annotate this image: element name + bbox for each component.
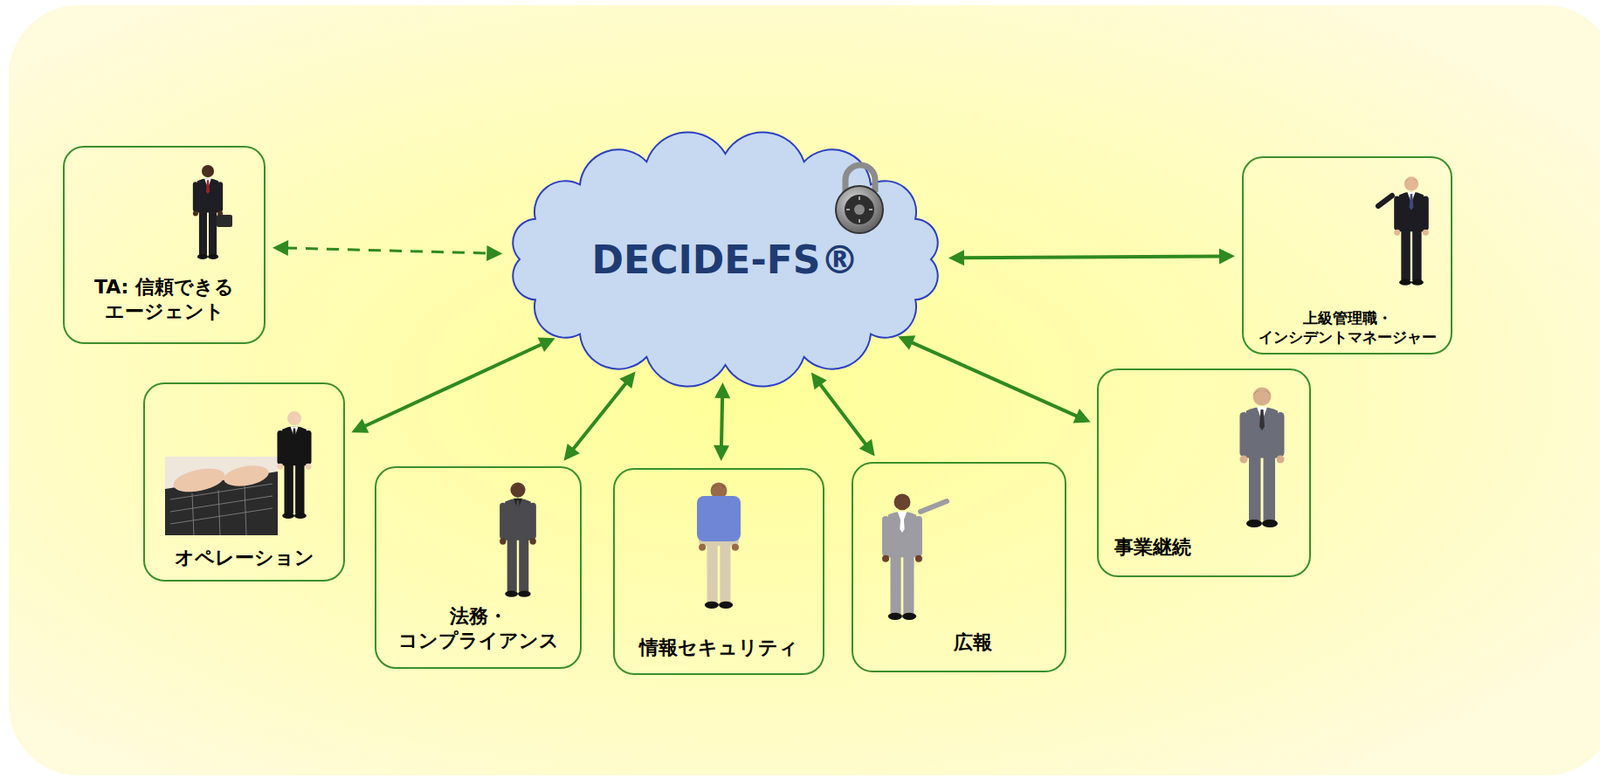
role-label: 広報 bbox=[953, 630, 993, 656]
role-box: オペレーション bbox=[143, 382, 345, 582]
operator-figure bbox=[276, 411, 311, 519]
connector bbox=[960, 255, 1223, 258]
connector bbox=[362, 343, 545, 428]
text-area: 上級管理職・ インシデントマネージャー bbox=[1243, 308, 1451, 347]
legal-figure bbox=[499, 482, 537, 597]
text-area: 広報 bbox=[853, 630, 1065, 656]
connector bbox=[721, 394, 723, 449]
role-box: TA: 信頼できる エージェント bbox=[62, 145, 266, 345]
arrow-head bbox=[713, 445, 730, 462]
cloud-node: DECIDE-FS® bbox=[496, 131, 954, 388]
role-label: 情報セキュリティ bbox=[639, 635, 799, 662]
cloud-shape bbox=[512, 131, 938, 387]
arrow-head bbox=[859, 439, 876, 457]
role-box: 法務・ コンプライアンス bbox=[374, 466, 582, 669]
padlock-icon bbox=[835, 165, 883, 234]
arrow-head bbox=[1219, 248, 1235, 264]
manager-figure bbox=[1393, 176, 1429, 286]
connector bbox=[818, 382, 868, 448]
arrow-head bbox=[537, 337, 556, 352]
cloud-label: DECIDE-FS® bbox=[592, 237, 860, 283]
arrow-head bbox=[948, 249, 965, 266]
manager-arm bbox=[1378, 195, 1393, 207]
arrow-head bbox=[619, 371, 635, 389]
text-area: 法務・ コンプライアンス bbox=[376, 604, 580, 655]
dashed-connector bbox=[284, 248, 490, 254]
agent-figure bbox=[193, 165, 223, 260]
role-label: 上級管理職・ インシデントマネージャー bbox=[1250, 308, 1445, 347]
arrow-head bbox=[1073, 408, 1091, 424]
role-box: 事業継続 bbox=[1096, 368, 1311, 578]
background-panel bbox=[8, 5, 1600, 776]
role-box: 広報 bbox=[851, 462, 1067, 673]
bc-figure bbox=[1240, 387, 1285, 529]
arrow-head bbox=[811, 372, 828, 391]
pr-arm bbox=[920, 501, 947, 512]
connector bbox=[909, 341, 1080, 418]
arrow-head bbox=[714, 382, 731, 399]
role-box: 上級管理職・ インシデントマネージャー bbox=[1241, 156, 1453, 355]
arrow-head bbox=[272, 240, 289, 256]
shirt bbox=[696, 496, 741, 542]
keyboard-photo bbox=[165, 456, 278, 536]
briefcase bbox=[216, 214, 233, 228]
text-area: TA: 信頼できる エージェント bbox=[64, 275, 264, 325]
text-area: 事業継続 bbox=[1098, 535, 1310, 561]
text-area: 情報セキュリティ bbox=[614, 635, 823, 662]
text-area: オペレーション bbox=[144, 545, 344, 572]
role-label: 法務・ コンプライアンス bbox=[391, 604, 566, 655]
role-label: TA: 信頼できる エージェント bbox=[85, 275, 243, 325]
role-label: オペレーション bbox=[174, 545, 315, 572]
arrow-head bbox=[351, 419, 369, 434]
arrow-head bbox=[897, 335, 916, 351]
connector bbox=[571, 380, 628, 452]
pr-figure bbox=[882, 493, 923, 620]
role-box: 情報セキュリティ bbox=[613, 468, 825, 676]
arrow-head bbox=[564, 443, 580, 462]
role-label: 事業継続 bbox=[1114, 535, 1192, 561]
arrow-head bbox=[486, 245, 503, 262]
